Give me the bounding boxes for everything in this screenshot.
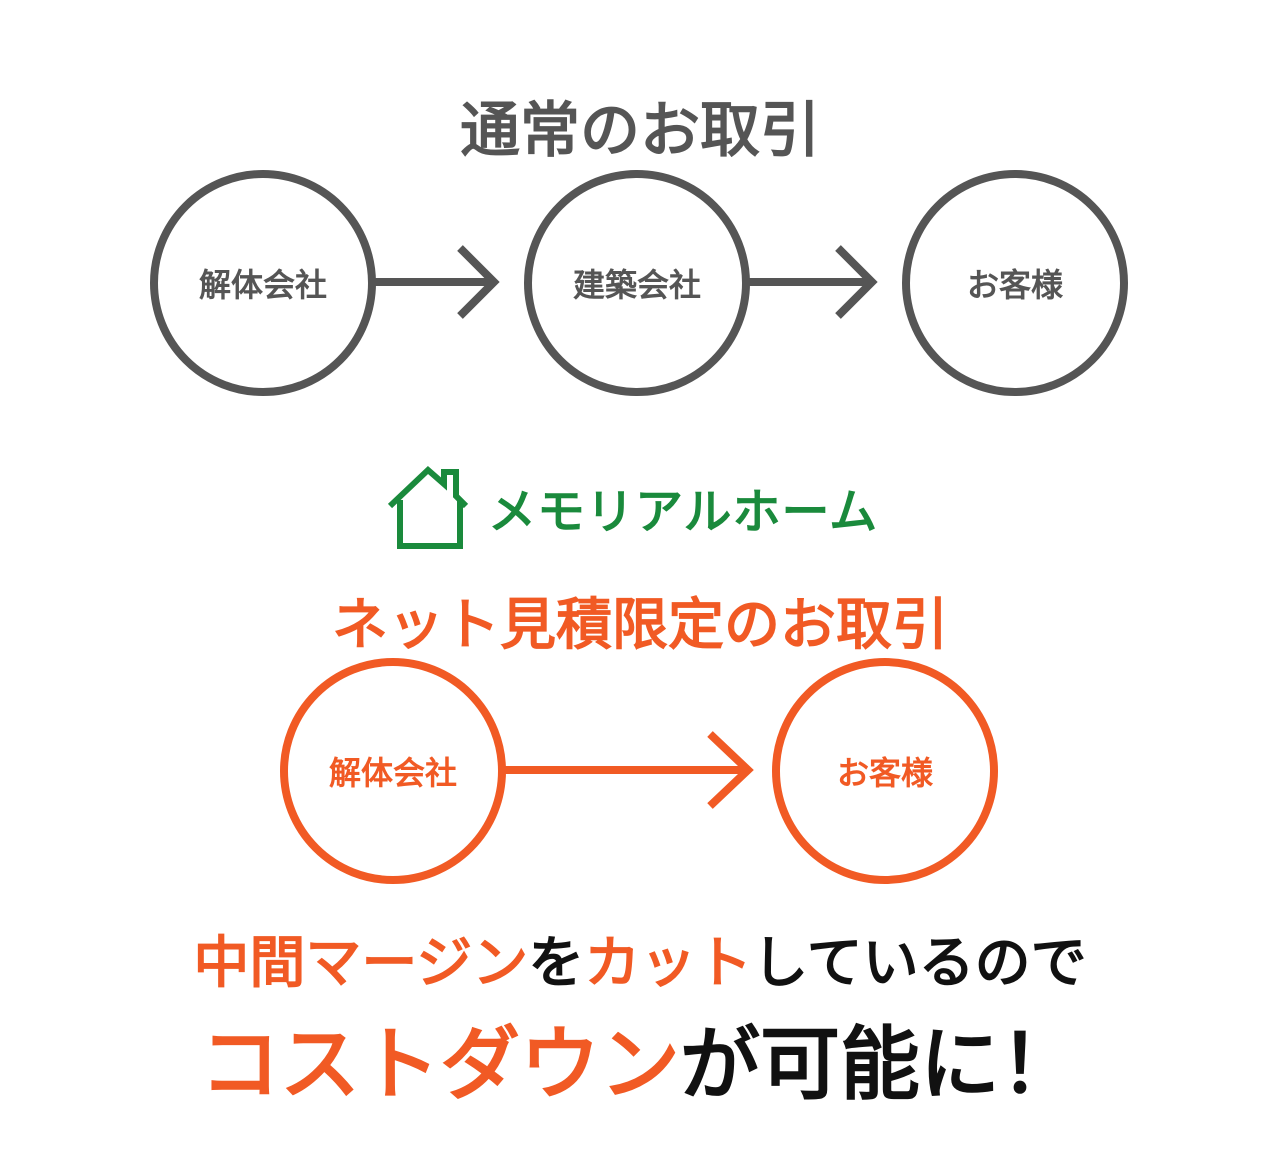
net-title: ネット見積限定のお取引 — [332, 593, 948, 658]
message-text: が可能に！ — [680, 1018, 1080, 1111]
message-text: を — [528, 931, 585, 996]
normal-title: 通常のお取引 — [460, 96, 820, 166]
node-label: お客様 — [966, 266, 1063, 304]
message-text: しているので — [752, 931, 1087, 996]
message-line-1: 中間マージンをカットしているので — [0, 918, 1280, 999]
node-construction-company: 建築会社 — [524, 170, 750, 396]
arrow-icon — [504, 731, 754, 809]
node-label: 解体会社 — [328, 754, 457, 792]
message-line-2: コストダウンが可能に！ — [0, 1000, 1280, 1116]
node-customer: お客様 — [902, 170, 1128, 396]
logo-text: メモリアルホーム — [488, 484, 879, 540]
node-demolition-company: 解体会社 — [150, 170, 376, 396]
node-demolition-company: 解体会社 — [280, 658, 506, 884]
arrow-icon — [374, 245, 500, 319]
house-outline-icon — [387, 465, 469, 549]
arrow-icon — [748, 245, 878, 319]
node-label: 解体会社 — [198, 266, 327, 304]
node-customer: お客様 — [772, 658, 998, 884]
message-highlight: 中間マージン — [193, 931, 529, 996]
node-label: お客様 — [836, 754, 933, 792]
node-label: 建築会社 — [572, 266, 701, 304]
message-highlight: コストダウン — [200, 1018, 680, 1111]
company-logo: メモリアルホーム — [386, 464, 878, 550]
message-highlight: カット — [584, 931, 753, 996]
